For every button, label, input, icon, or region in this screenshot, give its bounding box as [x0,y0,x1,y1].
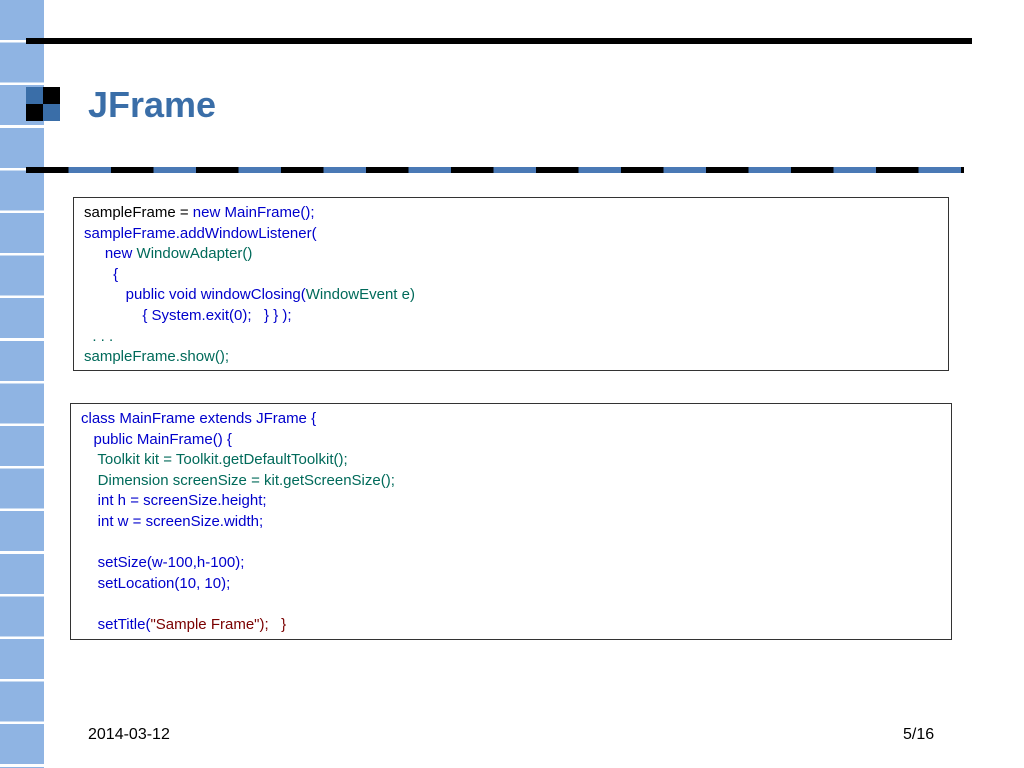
code-token: sampleFrame.show(); [84,348,230,366]
code-token: "Sample Frame"); [150,615,269,633]
code-line: int w = screenSize.width; [81,512,941,533]
code-token: sampleFrame = [84,204,193,221]
code-token: setTitle( [81,615,151,633]
code-line [81,594,941,615]
code-line: setLocation(10, 10); [81,574,941,595]
code-token: int w = screenSize.width; [81,512,264,530]
code-token: Dimension screenSize = kit.getScreenSize… [81,471,395,489]
title-dashed-rule [26,167,964,173]
code-token: WindowAdapter() [136,245,253,263]
code-token: WindowEvent e) [305,286,415,304]
code-token: } [268,615,287,633]
code-line: public void windowClosing(WindowEvent e) [84,285,938,306]
code-line: sampleFrame.show(); [84,347,938,368]
code-token: public void windowClosing( [84,286,306,304]
left-decorative-strip [0,0,44,768]
code-line: Dimension screenSize = kit.getScreenSize… [81,471,941,492]
page-number: 5/16 [903,726,935,743]
code-line [81,533,941,554]
code-line: sampleFrame.addWindowListener( [84,224,938,245]
top-rule [26,38,972,44]
code-token: setLocation(10, 10); [81,574,231,592]
code-line: . . . [84,327,938,348]
code-token: public MainFrame() { [81,430,232,448]
code-token: { [84,265,119,283]
code-line: setSize(w-100,h-100); [81,553,941,574]
code-line: int h = screenSize.height; [81,491,941,512]
code-token: class MainFrame extends JFrame { [81,410,317,427]
code-token: setSize(w-100,h-100); [81,554,245,572]
code-token: . . . [84,327,114,345]
code-line: public MainFrame() { [81,430,941,451]
square-bullet-icon [26,87,60,121]
code-token: new MainFrame(); [192,204,315,221]
code-line: Toolkit kit = Toolkit.getDefaultToolkit(… [81,450,941,471]
code-line: sampleFrame = new MainFrame(); [84,203,938,224]
code-line: { System.exit(0); } } ); [84,306,938,327]
code-line: class MainFrame extends JFrame { [81,409,941,430]
code-line: new WindowAdapter() [84,244,938,265]
code-line: { [84,265,938,286]
code-block-mainframe: class MainFrame extends JFrame { public … [70,403,952,640]
code-token: { System.exit(0); } } ); [84,306,292,324]
code-token: new [84,245,137,263]
footer-date: 2014-03-12 [88,726,170,743]
code-block-usage: sampleFrame = new MainFrame();sampleFram… [73,197,949,371]
slide-title: JFrame [88,84,217,125]
code-token: int h = screenSize.height; [81,492,267,510]
code-line: setTitle("Sample Frame"); } [81,615,941,636]
code-token: Toolkit kit = Toolkit.getDefaultToolkit(… [81,451,348,469]
code-token: sampleFrame.addWindowListener( [84,224,317,242]
